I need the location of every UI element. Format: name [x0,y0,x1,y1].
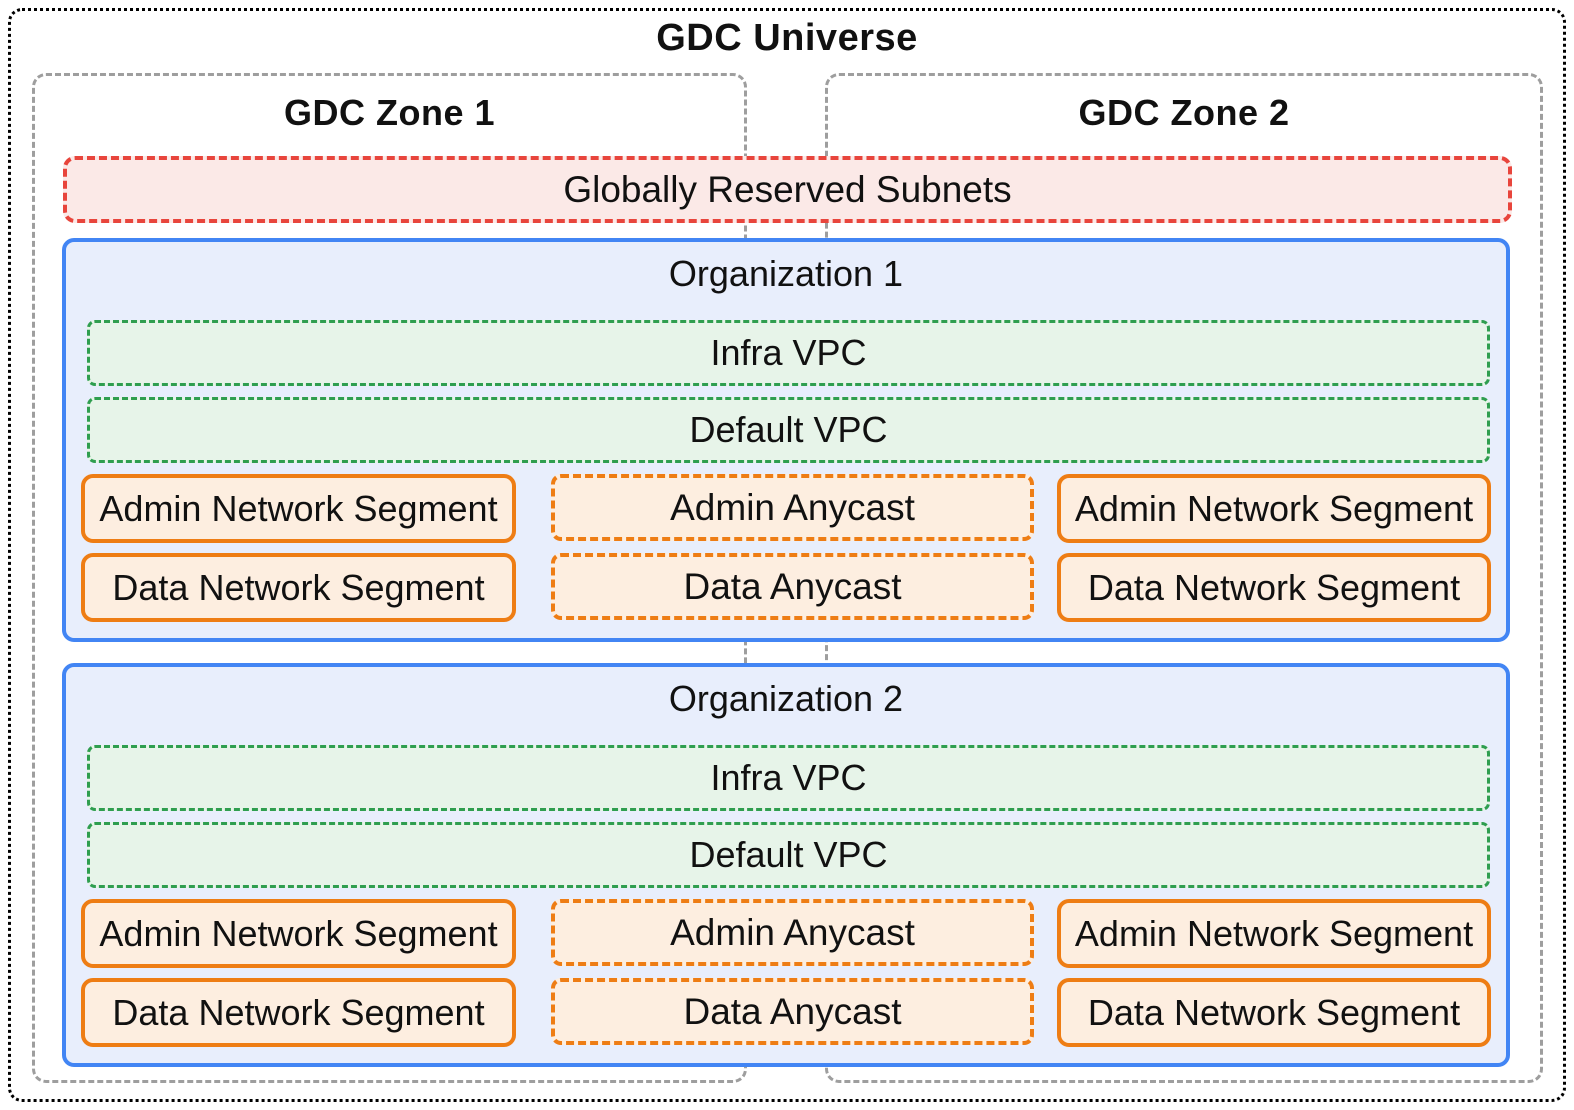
org-1-admin-network-segment-zone2: Admin Network Segment [1057,474,1491,543]
organization-1-title: Organization 1 [668,253,904,294]
universe-border [8,8,1566,1102]
org-2-admin-network-segment-zone2: Admin Network Segment [1057,899,1491,968]
org-1-data-anycast-label: Data Anycast [683,565,902,607]
org-1-data-network-segment-zone1-label: Data Network Segment [112,566,485,608]
org-1-infra-vpc: Infra VPC [87,320,1490,386]
org-1-default-vpc: Default VPC [87,397,1490,463]
globally-reserved-subnets-label: Globally Reserved Subnets [563,168,1012,210]
org-1-admin-network-segment-zone1-label: Admin Network Segment [99,487,498,529]
organization-2: Organization 2 Infra VPC Default VPC Adm… [62,663,1510,1067]
org-2-admin-anycast-label: Admin Anycast [670,911,915,953]
zone-1-title: GDC Zone 1 [283,92,495,133]
org-2-admin-network-segment-zone1-label: Admin Network Segment [99,912,498,954]
org-2-admin-network-segment-zone1: Admin Network Segment [81,899,516,968]
org-1-data-network-segment-zone1: Data Network Segment [81,553,516,622]
organization-2-title: Organization 2 [668,678,904,719]
org-1-data-anycast: Data Anycast [551,553,1034,620]
org-1-admin-anycast-label: Admin Anycast [670,486,915,528]
org-2-default-vpc: Default VPC [87,822,1490,888]
org-2-admin-anycast: Admin Anycast [551,899,1034,966]
org-2-infra-vpc-label: Infra VPC [710,757,867,798]
zone-2-title: GDC Zone 2 [1078,92,1290,133]
org-2-admin-network-segment-zone2-label: Admin Network Segment [1074,912,1474,954]
org-1-data-network-segment-zone2-label: Data Network Segment [1087,566,1461,608]
org-2-data-network-segment-zone2: Data Network Segment [1057,978,1491,1047]
org-1-admin-anycast: Admin Anycast [551,474,1034,541]
universe-title: GDC Universe [656,17,918,59]
org-2-data-network-segment-zone2-label: Data Network Segment [1087,991,1461,1033]
org-2-default-vpc-label: Default VPC [689,834,888,875]
org-2-data-network-segment-zone1: Data Network Segment [81,978,516,1047]
org-1-default-vpc-label: Default VPC [689,409,888,450]
org-2-infra-vpc: Infra VPC [87,745,1490,811]
org-1-admin-network-segment-zone1: Admin Network Segment [81,474,516,543]
globally-reserved-subnets-box: Globally Reserved Subnets [63,156,1512,223]
org-2-data-network-segment-zone1-label: Data Network Segment [112,991,485,1033]
org-2-data-anycast: Data Anycast [551,978,1034,1045]
org-1-infra-vpc-label: Infra VPC [710,332,867,373]
org-2-data-anycast-label: Data Anycast [683,990,902,1032]
org-1-admin-network-segment-zone2-label: Admin Network Segment [1074,487,1474,529]
organization-1: Organization 1 Infra VPC Default VPC Adm… [62,238,1510,642]
org-1-data-network-segment-zone2: Data Network Segment [1057,553,1491,622]
